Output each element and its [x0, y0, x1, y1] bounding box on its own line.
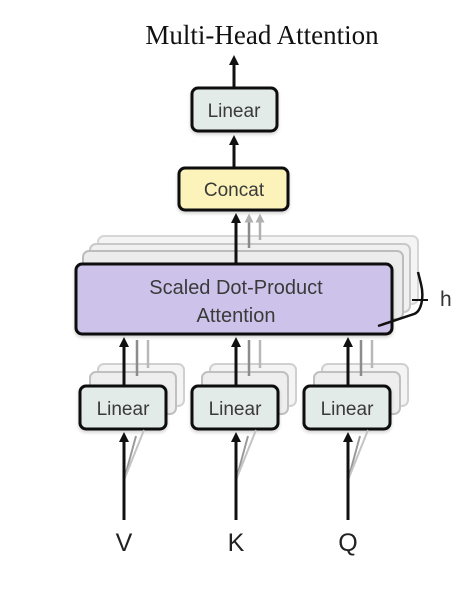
- linear-v-label: Linear: [97, 399, 150, 420]
- output-linear-block: [190, 86, 279, 133]
- input-v-label: V: [116, 529, 133, 557]
- concat-label: Concat: [204, 180, 265, 201]
- input-branch-arrows-ghost: [123, 429, 369, 481]
- linear-q-block: [302, 384, 392, 431]
- scaled-dot-product-attention-block: [74, 262, 394, 336]
- linear-to-attention-arrows-ghost: [135, 340, 374, 376]
- attention-label-line1: Scaled Dot-Product: [149, 277, 323, 299]
- output-linear-label: Linear: [208, 101, 261, 122]
- input-k-label: K: [228, 529, 245, 557]
- input-q-label: Q: [338, 529, 357, 557]
- attention-label-line2: Attention: [197, 305, 276, 327]
- concat-block: [177, 166, 290, 212]
- linear-k-label: Linear: [209, 399, 262, 420]
- linear-v-block: [78, 384, 168, 431]
- linear-k-block: [190, 384, 280, 431]
- linear-q-label: Linear: [321, 399, 374, 420]
- heads-bracket: [377, 271, 424, 328]
- heads-label: h: [440, 288, 452, 311]
- diagram-title: Multi-Head Attention: [145, 20, 379, 50]
